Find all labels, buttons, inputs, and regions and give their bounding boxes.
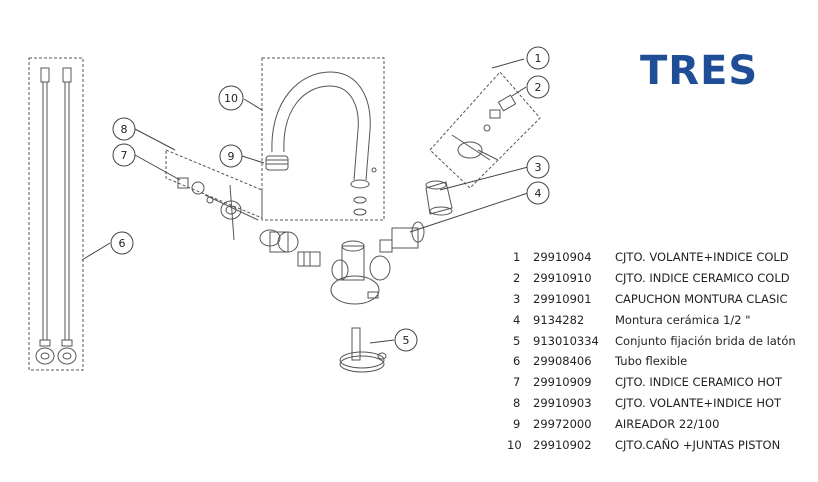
callout-10: 10 (218, 85, 244, 111)
brand-logo: TRES (640, 48, 759, 94)
spout-group-box (261, 57, 385, 221)
svg-text:4: 4 (535, 187, 542, 200)
part-number: 6 (513, 354, 521, 369)
part-number: 9 (513, 417, 521, 432)
aerator (265, 155, 289, 171)
svg-text:7: 7 (121, 149, 128, 162)
part-number: 8 (513, 396, 521, 411)
part-description: Tubo flexible (615, 354, 688, 369)
parts-row: 9 29972000 AIREADOR 22/100 (505, 414, 796, 435)
svg-text:1: 1 (535, 52, 542, 65)
part-code: 29910910 (533, 270, 592, 285)
svg-text:2: 2 (535, 81, 542, 94)
cap (425, 180, 453, 216)
ceramic-cartridge (379, 221, 425, 253)
part-description: CJTO. INDICE CERAMICO HOT (615, 375, 782, 390)
svg-text:5: 5 (403, 334, 410, 347)
part-code: 29910901 (533, 291, 592, 306)
part-description: CAPUCHON MONTURA CLASIC (615, 291, 788, 306)
part-code: 29910909 (533, 375, 592, 390)
callout-6: 6 (110, 231, 134, 255)
hot-cartridge (259, 229, 321, 267)
part-number: 10 (507, 438, 522, 453)
leader-lines (81, 58, 529, 344)
svg-text:8: 8 (121, 123, 128, 136)
svg-text:9: 9 (228, 150, 235, 163)
part-description: CJTO. VOLANTE+INDICE HOT (615, 396, 782, 411)
part-description: AIREADOR 22/100 (615, 417, 720, 432)
flexible-hose-right (57, 67, 77, 365)
hot-handle (204, 184, 259, 241)
part-description: Montura cerámica 1/2 " (615, 312, 751, 327)
parts-row: 10 29910902 CJTO.CAÑO +JUNTAS PISTON (505, 435, 796, 456)
part-number: 3 (513, 291, 521, 306)
part-description: CJTO. VOLANTE+INDICE COLD (615, 250, 789, 264)
flexible-hose-left (35, 67, 55, 365)
svg-text:10: 10 (224, 92, 238, 105)
part-number: 2 (513, 270, 521, 285)
part-description: CJTO. INDICE CERAMICO COLD (615, 270, 790, 285)
callouts: 1 2 3 4 5 6 7 8 9 10 (110, 46, 550, 352)
parts-row: 7 29910909 CJTO. INDICE CERAMICO HOT (505, 372, 796, 393)
svg-text:3: 3 (535, 161, 542, 174)
faucet-body (330, 240, 391, 305)
part-code: 913010334 (533, 333, 599, 348)
callout-3: 3 (526, 155, 550, 179)
part-number: 7 (513, 375, 521, 390)
hot-indicator (177, 177, 214, 204)
brass-fixing-set (339, 327, 387, 373)
spout (271, 71, 377, 216)
part-number: 5 (513, 333, 521, 348)
part-code: 9134282 (533, 312, 585, 327)
part-code: 29908406 (533, 354, 592, 369)
parts-row: 3 29910901 CAPUCHON MONTURA CLASIC (505, 289, 796, 310)
callout-8: 8 (112, 117, 136, 141)
callout-1: 1 (526, 46, 550, 70)
part-description: Conjunto fijación brida de latón (615, 333, 796, 348)
hot-handle-group-box (165, 149, 263, 219)
cold-indicator (483, 94, 517, 132)
cold-handle (451, 134, 499, 161)
part-number: 1 (513, 250, 521, 264)
parts-row: 8 29910903 CJTO. VOLANTE+INDICE HOT (505, 393, 796, 414)
svg-text:6: 6 (119, 237, 126, 250)
hoses-group-box (28, 57, 84, 371)
parts-list: 1 29910904 CJTO. VOLANTE+INDICE COLD 2 2991… (505, 247, 796, 456)
part-code: 29910902 (533, 438, 592, 453)
parts-row: 5 913010334 Conjunto fijación brida de lat… (505, 331, 796, 352)
part-number: 4 (513, 312, 521, 327)
callout-5: 5 (394, 328, 418, 352)
callout-9: 9 (219, 144, 243, 168)
part-description: CJTO.CAÑO +JUNTAS PISTON (615, 438, 781, 453)
parts-row: 1 29910904 CJTO. VOLANTE+INDICE COLD (505, 247, 796, 268)
part-code: 29910903 (533, 396, 592, 411)
callout-4: 4 (526, 181, 550, 205)
part-code: 29910904 (533, 250, 592, 264)
parts-row: 4 9134282 Montura cerámica 1/2 " (505, 310, 796, 331)
cold-handle-group-box (429, 71, 541, 189)
part-code: 29972000 (533, 417, 592, 432)
callout-2: 2 (526, 75, 550, 99)
parts-row: 6 29908406 Tubo flexible (505, 351, 796, 372)
parts-row: 2 29910910 CJTO. INDICE CERAMICO COLD (505, 268, 796, 289)
callout-7: 7 (112, 143, 136, 167)
